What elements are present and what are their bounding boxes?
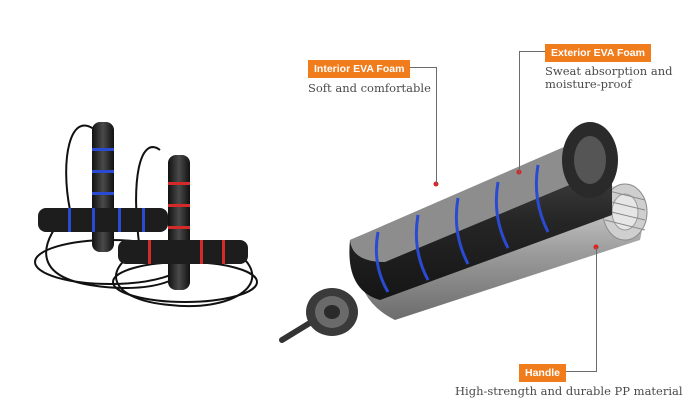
exterior-foam-tag: Exterior EVA Foam — [545, 44, 651, 62]
leader-handle — [560, 247, 597, 372]
handle-exploded-view — [279, 122, 648, 343]
blue-handle-horizontal — [38, 208, 168, 232]
exterior-foam-desc-2: moisture-proof — [545, 77, 632, 91]
red-handle-vertical — [168, 155, 190, 290]
exterior-foam-desc-1: Sweat absorption and — [545, 64, 673, 78]
leader-exterior — [519, 51, 546, 173]
blue-handle-vertical — [92, 122, 114, 252]
thread-end — [602, 183, 648, 241]
handle-desc: High-strength and durable PP material — [455, 384, 683, 398]
blue-stripes-h — [68, 208, 145, 232]
bearing-cap — [306, 288, 358, 336]
rope-cable-2 — [115, 146, 254, 308]
handle-tag: Handle — [519, 364, 567, 382]
foam-blue-stripes — [374, 164, 550, 293]
jump-rope-photo — [34, 122, 258, 308]
interior-foam-tag: Interior EVA Foam — [308, 60, 411, 78]
red-handle-horizontal — [118, 240, 248, 264]
interior-foam-desc: Soft and comfortable — [308, 81, 431, 95]
red-stripes-h — [148, 240, 225, 264]
